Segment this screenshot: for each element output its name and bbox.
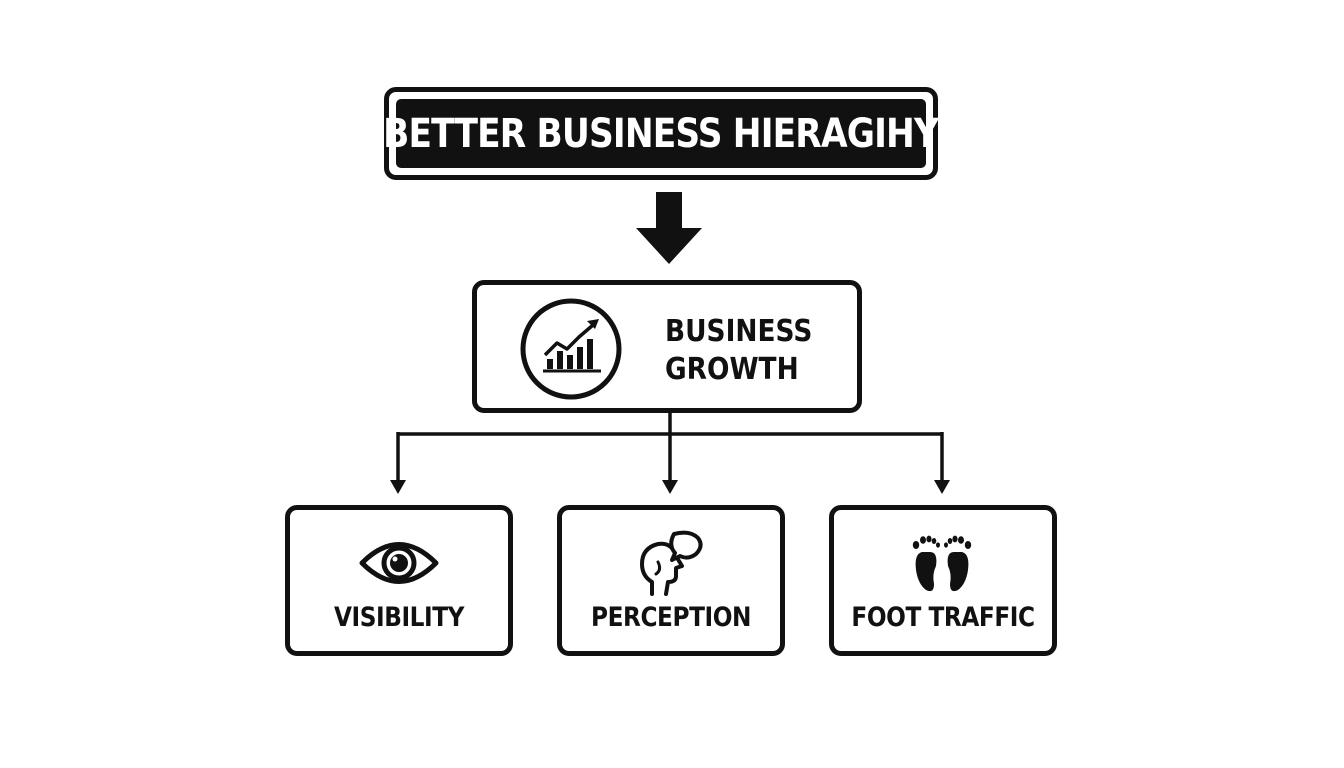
business-growth-box: BUSINESS GROWTH <box>472 280 862 413</box>
business-growth-line-2: GROWTH <box>665 352 799 387</box>
visibility-label: VISIBILITY <box>333 602 465 633</box>
title-plate: BETTER BUSINESS HIERAGIHY <box>384 99 939 168</box>
foot-traffic-label: FOOT TRAFFIC <box>851 602 1035 633</box>
growth-chart-icon <box>520 298 622 400</box>
eye-icon <box>359 542 439 584</box>
head-speech-bubble-icon <box>640 530 703 596</box>
perception-box: PERCEPTION <box>557 505 785 656</box>
perception-label: PERCEPTION <box>590 602 752 633</box>
arrowhead-foot-traffic <box>934 480 950 494</box>
footprints-icon <box>912 535 972 592</box>
diagram-title: BETTER BUSINESS HIERAGIHY <box>383 110 940 157</box>
down-arrow-icon <box>636 192 702 264</box>
arrowhead-visibility <box>390 480 406 494</box>
title-banner: BETTER BUSINESS HIERAGIHY <box>384 87 939 180</box>
foot-traffic-box: FOOT TRAFFIC <box>829 505 1057 656</box>
business-growth-label: BUSINESS GROWTH <box>665 313 812 389</box>
visibility-box: VISIBILITY <box>285 505 513 656</box>
arrowhead-perception <box>662 480 678 494</box>
business-growth-line-1: BUSINESS <box>665 314 813 349</box>
